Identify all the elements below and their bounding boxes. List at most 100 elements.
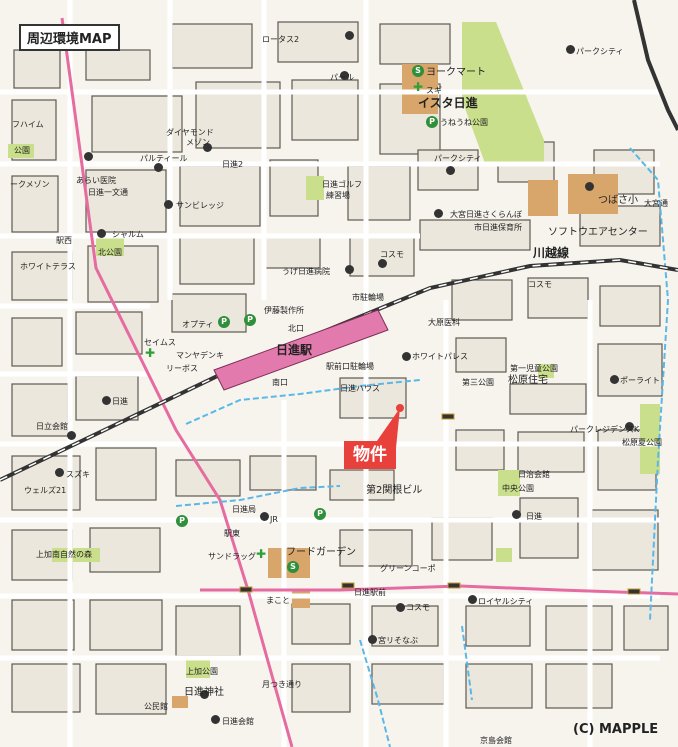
pin-icon: [402, 352, 411, 361]
label-mikaeri[interactable]: 宮リそなぶ: [378, 636, 418, 645]
property-label[interactable]: 物件: [344, 441, 396, 469]
label-tsuki[interactable]: 月つき通り: [262, 680, 302, 689]
label-palty[interactable]: パルティール: [140, 154, 188, 163]
label-porite[interactable]: ポーライト: [620, 376, 660, 385]
label-pearl[interactable]: パール: [330, 73, 354, 82]
label-parkcity1[interactable]: パークシティ: [576, 47, 624, 56]
label-green[interactable]: グリーンコーポ: [380, 564, 436, 573]
label-nisshin-shrine[interactable]: 日進神社: [184, 687, 224, 698]
label-komyu[interactable]: 公園: [14, 146, 30, 155]
label-kamikano2[interactable]: 上加公園: [186, 667, 218, 676]
label-nisshin[interactable]: 日進: [112, 397, 128, 406]
label-minamiguchi[interactable]: 南口: [272, 378, 288, 387]
label-golf[interactable]: 日進ゴルフ: [322, 180, 362, 189]
pin-icon: [260, 512, 269, 521]
label-ekihigashi[interactable]: 駅東: [224, 529, 240, 538]
parking-icon: P: [426, 116, 438, 128]
label-uzu[interactable]: うげ日進病院: [282, 267, 330, 276]
label-arai[interactable]: あらい医院: [76, 176, 116, 185]
pin-icon: [97, 229, 106, 238]
label-welz[interactable]: ウェルズ21: [24, 486, 67, 495]
label-daiichi[interactable]: 第一児童公園: [510, 364, 558, 373]
label-itofactory[interactable]: 伊藤製作所: [264, 306, 304, 315]
label-cosmo1[interactable]: コスモ: [380, 250, 404, 259]
cross-icon: ✚: [256, 547, 267, 561]
shrine-icon: [200, 690, 209, 699]
pin-icon: [468, 595, 477, 604]
label-white-palace[interactable]: ホワイトパレス: [412, 352, 468, 361]
label-kyohkai[interactable]: 京島会館: [480, 736, 512, 745]
label-kita[interactable]: 北公園: [98, 248, 122, 257]
label-software[interactable]: ソフトウエアセンター: [548, 227, 648, 238]
station-label[interactable]: 日進駅: [276, 343, 313, 357]
label-food-garden[interactable]: フードガーデン: [286, 547, 356, 558]
label-seimas[interactable]: セイムス: [144, 338, 176, 347]
pin-icon: [203, 143, 212, 152]
label-libos[interactable]: リーボス: [166, 364, 198, 373]
label-nisshin-koukou[interactable]: 日進一文通: [88, 188, 128, 197]
label-cosmo3[interactable]: コスモ: [406, 603, 430, 612]
label-kumezon[interactable]: ークメゾン: [10, 180, 50, 189]
label-royal[interactable]: ロイヤルシティ: [478, 597, 534, 606]
label-fuhaim[interactable]: フハイム: [12, 120, 44, 129]
label-loto[interactable]: ロータス2: [262, 35, 300, 44]
label-dai2[interactable]: 第2関根ビル: [366, 485, 423, 496]
label-parkresidence[interactable]: パークレジデンスK: [570, 425, 640, 434]
label-nisshin-ekimae[interactable]: 日進駅前: [354, 588, 386, 597]
label-omiya[interactable]: 大宮日進さくらんぼ: [450, 210, 522, 219]
label-matsubara[interactable]: 松原住宅: [508, 375, 548, 386]
property-dot: [396, 404, 404, 412]
label-mezon[interactable]: メゾン: [186, 138, 210, 147]
post-office-icon: [512, 510, 521, 519]
label-nisshin2[interactable]: 日進2: [222, 160, 244, 169]
label-yorkmart[interactable]: ヨークマート: [426, 67, 486, 78]
label-kouminkan[interactable]: 公民館: [144, 702, 168, 711]
label-nissan-kaikan[interactable]: 日立会館: [36, 422, 68, 431]
label-ohmiya-r[interactable]: 大宮通: [644, 199, 668, 208]
label-sunvillage[interactable]: サンビレッジ: [176, 201, 224, 210]
parking-icon: P: [244, 314, 256, 326]
label-naka-park[interactable]: 中央公園: [502, 484, 534, 493]
parking-icon: P: [314, 508, 326, 520]
label-whiteterrace[interactable]: ホワイトテラス: [20, 262, 76, 271]
label-tsubasa[interactable]: つばさ小: [598, 195, 638, 206]
label-uneune[interactable]: うねうね公園: [440, 118, 488, 127]
label-golf2[interactable]: 練習場: [326, 191, 350, 200]
label-makoto[interactable]: まこと: [266, 596, 290, 605]
label-jichikai[interactable]: 日治会館: [518, 470, 550, 479]
label-kindergarten[interactable]: 市日進保育所: [474, 223, 522, 232]
label-sandrug[interactable]: サンドラッグ: [208, 552, 256, 561]
parking-icon: P: [176, 515, 188, 527]
label-diamond[interactable]: ダイヤモンド: [166, 128, 214, 137]
label-nisshin-post[interactable]: 日進局: [232, 505, 256, 514]
label-kitaguchi[interactable]: 北口: [288, 324, 304, 333]
label-sharm[interactable]: シャルム: [112, 230, 144, 239]
pin-icon: [340, 71, 349, 80]
label-nisshin-kaikan[interactable]: 日進会館: [222, 717, 254, 726]
label-parkcity2[interactable]: パークシティ: [434, 154, 482, 163]
label-ista[interactable]: イスタ日進: [418, 96, 478, 110]
bank-icon: S: [287, 561, 299, 573]
label-ekinishi[interactable]: 駅西: [56, 236, 72, 245]
label-sanshi[interactable]: 第三公園: [462, 378, 494, 387]
map-title: 周辺環境MAP: [19, 24, 120, 51]
label-jr[interactable]: JR: [270, 515, 278, 524]
label-oohara[interactable]: 大原医科: [428, 318, 460, 327]
pin-icon: [396, 603, 405, 612]
label-nisshin-bank[interactable]: 日進: [526, 512, 542, 521]
label-matsuba[interactable]: 松原夏公園: [622, 438, 662, 447]
label-kamikano[interactable]: 上加南自然の森: [36, 550, 92, 559]
label-mazo[interactable]: マンヤデンキ: [176, 351, 224, 360]
label-opti[interactable]: オプティ: [182, 320, 214, 329]
station-platform: [213, 309, 389, 391]
label-ekimae-chuurinjo[interactable]: 駅前口駐輪場: [326, 362, 374, 371]
pin-icon: [67, 431, 76, 440]
label-ichihi[interactable]: 市駐輪場: [352, 293, 384, 302]
label-sugi[interactable]: スギ: [426, 86, 442, 95]
pin-icon: [55, 468, 64, 477]
label-suzuki[interactable]: スズキ: [66, 470, 90, 479]
label-nisshin-house[interactable]: 日進ハウス: [340, 384, 380, 393]
label-cosmo2[interactable]: コスモ: [528, 280, 552, 289]
post-office-icon: [84, 152, 93, 161]
